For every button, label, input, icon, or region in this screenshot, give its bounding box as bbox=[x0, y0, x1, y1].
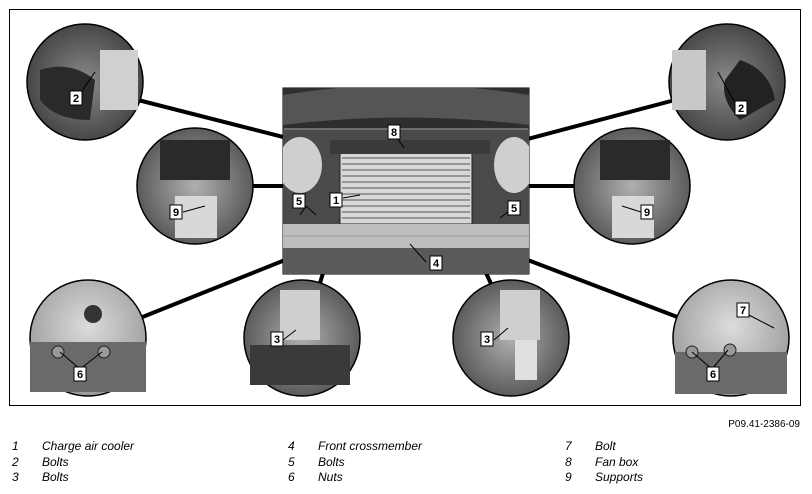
callouts: 2 2 9 9 8 1 5 5 bbox=[69, 90, 750, 382]
legend-item: 9 Supports bbox=[565, 470, 643, 486]
callout-3-right: 3 bbox=[480, 331, 494, 347]
legend-item: 1 Charge air cooler bbox=[12, 439, 134, 455]
callout-5-left: 5 bbox=[292, 193, 306, 209]
leader-lines bbox=[59, 71, 775, 370]
main-photo bbox=[282, 87, 530, 275]
svg-text:3: 3 bbox=[274, 334, 280, 346]
detail-inset-top-left bbox=[26, 23, 144, 141]
legend-label: Bolts bbox=[42, 454, 69, 469]
callout-9-left: 9 bbox=[169, 204, 183, 220]
callout-9-right: 9 bbox=[640, 204, 654, 220]
legend-number: 3 bbox=[12, 470, 19, 484]
callout-8: 8 bbox=[387, 124, 401, 140]
document-number: P09.41-2386-09 bbox=[728, 419, 800, 430]
svg-text:6: 6 bbox=[77, 369, 83, 381]
callout-2-top-left: 2 bbox=[69, 90, 83, 106]
legend-item: 8 Fan box bbox=[565, 455, 643, 471]
callout-4: 4 bbox=[429, 255, 443, 271]
legend-number: 4 bbox=[288, 439, 295, 453]
detail-inset-top-right bbox=[668, 23, 786, 141]
svg-text:6: 6 bbox=[710, 369, 716, 381]
svg-text:2: 2 bbox=[738, 103, 744, 115]
detail-inset-mid-left bbox=[136, 127, 254, 245]
legend-number: 2 bbox=[12, 454, 19, 469]
svg-text:9: 9 bbox=[644, 207, 650, 219]
exploded-diagram: 2 2 9 9 8 1 5 5 bbox=[26, 23, 790, 397]
svg-text:4: 4 bbox=[433, 258, 440, 270]
callout-5-right: 5 bbox=[507, 200, 521, 216]
callout-2-top-right: 2 bbox=[734, 100, 748, 116]
detail-inset-mid-right bbox=[573, 127, 691, 245]
svg-text:1: 1 bbox=[333, 195, 339, 207]
detail-inset-bottom-left bbox=[29, 279, 147, 397]
legend-label: Nuts bbox=[318, 470, 343, 484]
legend-item: 4 Front crossmember bbox=[288, 439, 422, 455]
legend-number: 6 bbox=[288, 470, 295, 484]
svg-text:7: 7 bbox=[740, 305, 746, 317]
detail-inset-bottom-center-left bbox=[243, 279, 361, 397]
svg-text:9: 9 bbox=[173, 207, 179, 219]
legend-item: 5 Bolts bbox=[288, 455, 422, 471]
legend-item: 2 Bolts bbox=[12, 455, 134, 471]
legend-item: 7 Bolt bbox=[565, 439, 643, 455]
svg-text:5: 5 bbox=[296, 196, 302, 208]
callout-7: 7 bbox=[736, 302, 750, 318]
legend-number: 9 bbox=[565, 470, 572, 484]
legend-item: 3 Bolts bbox=[12, 470, 134, 486]
legend-label: Bolt bbox=[595, 439, 616, 453]
legend-label: Charge air cooler bbox=[42, 439, 135, 453]
callout-1: 1 bbox=[329, 192, 343, 208]
legend-label: Front crossmember bbox=[318, 439, 423, 453]
legend-number: 8 bbox=[565, 454, 572, 469]
legend-item: 6 Nuts bbox=[288, 470, 422, 486]
svg-text:3: 3 bbox=[484, 334, 490, 346]
legend-label: Fan box bbox=[595, 454, 639, 469]
legend-number: 1 bbox=[12, 439, 19, 453]
legend-label: Bolts bbox=[318, 454, 345, 469]
legend-column-2: 4 Front crossmember 5 Bolts 6 Nuts bbox=[288, 439, 422, 486]
legend-label: Supports bbox=[595, 470, 644, 484]
legend-label: Bolts bbox=[42, 470, 69, 484]
callout-6-right: 6 bbox=[706, 366, 720, 382]
callout-6-left: 6 bbox=[73, 366, 87, 382]
svg-text:2: 2 bbox=[73, 93, 79, 105]
svg-text:5: 5 bbox=[511, 203, 517, 215]
detail-inset-bottom-center-right bbox=[452, 279, 570, 397]
callout-3-left: 3 bbox=[270, 331, 284, 347]
legend-column-3: 7 Bolt 8 Fan box 9 Supports bbox=[565, 439, 643, 486]
detail-inset-bottom-right bbox=[672, 279, 790, 397]
legend-number: 7 bbox=[565, 439, 572, 453]
legend-number: 5 bbox=[288, 454, 295, 469]
svg-text:8: 8 bbox=[391, 127, 397, 139]
